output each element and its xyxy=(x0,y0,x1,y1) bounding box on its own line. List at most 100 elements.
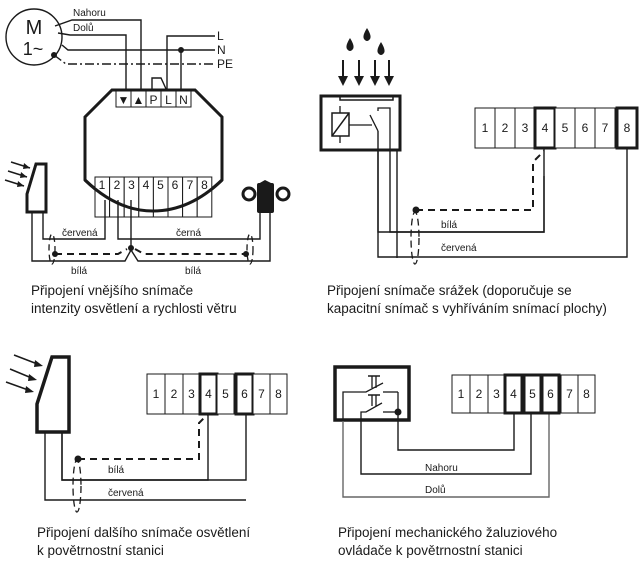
terminal-8: 8 xyxy=(201,178,208,192)
label-bila: bílá xyxy=(108,465,125,476)
terminal-block: 1 2 3 4 5 6 7 8 xyxy=(146,372,288,416)
wire-dashed xyxy=(78,414,208,460)
arrow-down-icons xyxy=(338,60,394,86)
terminal-5: 5 xyxy=(562,121,569,135)
terminal-7: 7 xyxy=(258,387,265,401)
diagram-additional-light-sensor: bílá červená 1 2 3 4 5 6 7 8 Připojení d… xyxy=(5,354,288,558)
wire-outer xyxy=(44,432,246,501)
terminal-block: 1 2 3 4 5 6 7 8 xyxy=(451,373,596,415)
caption-line-1: Připojení mechanického žaluziového xyxy=(338,525,557,540)
diagram-actuator-wind-light-sensor: M 1~ Nahoru Dolů L N PE ▼ ▲ P L N xyxy=(4,8,291,316)
caption-line-2: k povětrnostní stanici xyxy=(37,543,164,558)
wire-red xyxy=(61,414,247,481)
bridge-p-l xyxy=(151,77,168,92)
label-bila: bílá xyxy=(441,220,458,231)
label-cervena: červená xyxy=(62,228,98,239)
cable-sheath-left xyxy=(48,233,56,265)
label-cervena: červená xyxy=(108,488,144,499)
terminal-1: 1 xyxy=(482,121,489,135)
wire-white xyxy=(61,414,209,481)
wire-white xyxy=(389,145,545,233)
rain-sensor xyxy=(319,94,402,152)
caption-line-2: ovládače k povětrnostní stanici xyxy=(338,543,523,558)
terminal-1: 1 xyxy=(99,178,106,192)
terminal-n: N xyxy=(179,93,188,107)
label-cervena: červená xyxy=(441,243,477,254)
terminal-8: 8 xyxy=(275,387,282,401)
wire-nahoru xyxy=(54,19,142,91)
terminal-3: 3 xyxy=(493,387,500,401)
wire-white-right xyxy=(134,248,246,255)
terminal-5: 5 xyxy=(529,387,536,401)
sensor-terminal-block: 1 2 3 4 5 6 7 8 xyxy=(83,176,224,218)
terminal-p: P xyxy=(149,93,157,107)
caption-line-1: Připojení snímače srážek (doporučuje se xyxy=(327,283,572,298)
cable-sheath xyxy=(410,211,420,265)
mechanical-switch xyxy=(333,365,411,422)
label-dolu: Dolů xyxy=(425,484,446,496)
motor-symbol xyxy=(5,8,63,66)
terminal-3: 3 xyxy=(128,178,135,192)
terminal-6: 6 xyxy=(547,387,554,401)
wire-nahoru xyxy=(360,413,532,475)
label-n: N xyxy=(217,43,226,57)
caption-line-2: intenzity osvětlení a rychlosti větru xyxy=(31,301,237,316)
terminal-8: 8 xyxy=(583,387,590,401)
terminal-down: ▼ xyxy=(118,93,130,107)
actuator-terminal-block: ▼ ▲ P L N xyxy=(115,90,192,108)
cable-sheath-right xyxy=(246,233,254,265)
terminal-6: 6 xyxy=(172,178,179,192)
terminal-2: 2 xyxy=(171,387,178,401)
terminal-4: 4 xyxy=(143,178,150,192)
wind-sensor xyxy=(241,180,291,213)
cable-sheath xyxy=(72,459,82,513)
light-sensor xyxy=(5,354,71,434)
wire-black xyxy=(117,200,261,240)
wire-dashed xyxy=(416,150,545,211)
terminal-2: 2 xyxy=(114,178,121,192)
terminal-4: 4 xyxy=(542,121,549,135)
terminal-7: 7 xyxy=(602,121,609,135)
wire-outer xyxy=(377,145,628,258)
terminal-4: 4 xyxy=(205,387,212,401)
wire-n xyxy=(61,44,215,51)
terminal-8: 8 xyxy=(624,121,631,135)
wire-l xyxy=(166,35,215,91)
terminal-3: 3 xyxy=(188,387,195,401)
light-sensor xyxy=(4,161,48,214)
terminal-7: 7 xyxy=(187,178,194,192)
motor-label-phase: 1~ xyxy=(23,39,44,59)
wire-white-left xyxy=(55,248,128,255)
label-pe: PE xyxy=(217,57,233,71)
diagram-rain-sensor: bílá červená 1 2 3 4 5 6 7 8 Připojení s… xyxy=(319,28,639,316)
rain-drops-icon xyxy=(346,28,385,55)
terminal-up: ▲ xyxy=(133,93,145,107)
label-bila-right: bílá xyxy=(185,266,202,277)
terminal-l: L xyxy=(165,93,172,107)
diagram-mechanical-blind-switch: Nahoru Dolů 1 2 3 4 5 6 7 8 Připojení me… xyxy=(333,365,596,558)
terminal-1: 1 xyxy=(458,387,465,401)
wire-dolu xyxy=(57,32,127,91)
caption-line-1: Připojení dalšího snímače osvětlení xyxy=(37,525,250,540)
label-nahoru: Nahoru xyxy=(425,463,458,474)
terminal-6: 6 xyxy=(241,387,248,401)
terminal-5: 5 xyxy=(222,387,229,401)
caption-line-2: kapacitní snímač s vyhříváním snímací pl… xyxy=(327,301,607,316)
terminal-1: 1 xyxy=(153,387,160,401)
wire-common xyxy=(397,412,515,451)
terminal-5: 5 xyxy=(157,178,164,192)
terminal-6: 6 xyxy=(582,121,589,135)
terminal-block: 1 2 3 4 5 6 7 8 xyxy=(474,106,639,150)
wire-dolu xyxy=(342,413,550,498)
caption-line-1: Připojení vnějšího snímače xyxy=(31,283,193,298)
terminal-4: 4 xyxy=(510,387,517,401)
terminal-3: 3 xyxy=(522,121,529,135)
terminal-2: 2 xyxy=(502,121,509,135)
label-bila-left: bílá xyxy=(71,266,88,277)
terminal-7: 7 xyxy=(566,387,573,401)
wire-red xyxy=(42,200,106,240)
label-l: L xyxy=(217,29,224,43)
label-dolu: Dolů xyxy=(73,22,94,34)
junction-dot xyxy=(128,245,134,251)
